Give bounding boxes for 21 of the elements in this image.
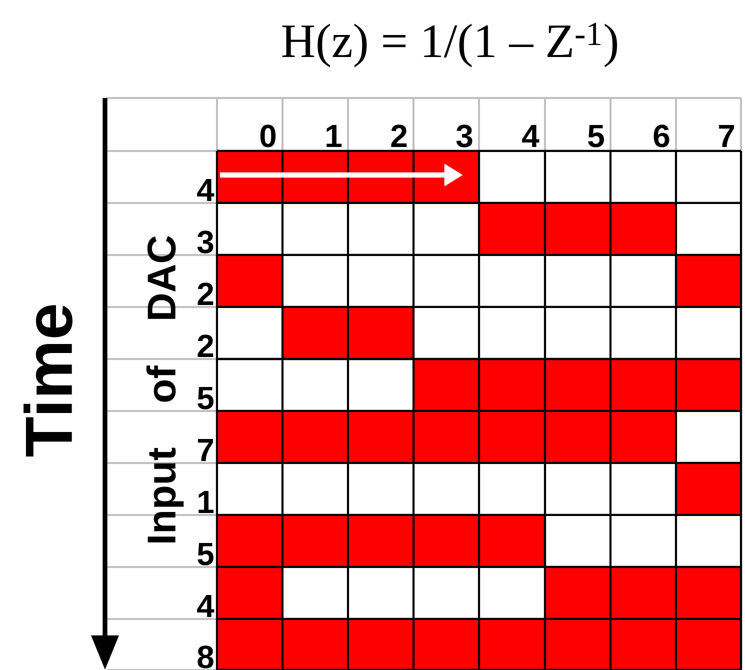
- row-number: 3: [197, 230, 214, 254]
- row-number: 7: [198, 438, 213, 461]
- row-number: 2: [198, 282, 214, 305]
- column-number: 6: [654, 124, 670, 148]
- row-number: 5: [198, 542, 214, 566]
- axis-label: Input of DAC: [146, 236, 184, 542]
- column-number: 1: [326, 124, 342, 147]
- column-number: 2: [391, 124, 407, 147]
- row-number: 2: [198, 334, 214, 357]
- row-number: 8: [198, 646, 214, 668]
- column-number: 3: [456, 124, 472, 148]
- row-number: 4: [197, 594, 214, 617]
- title: H(z) = 1/(1 – Z$^{-1}$): [282, 22, 618, 68]
- column-number: 7: [719, 124, 734, 147]
- row-number: 1: [198, 490, 214, 513]
- axis-label: Time: [24, 305, 72, 456]
- column-number: 0: [260, 124, 276, 148]
- column-number: 5: [588, 124, 604, 148]
- row-number: 5: [198, 386, 214, 410]
- row-number: 4: [197, 178, 214, 201]
- column-number: 4: [522, 124, 540, 147]
